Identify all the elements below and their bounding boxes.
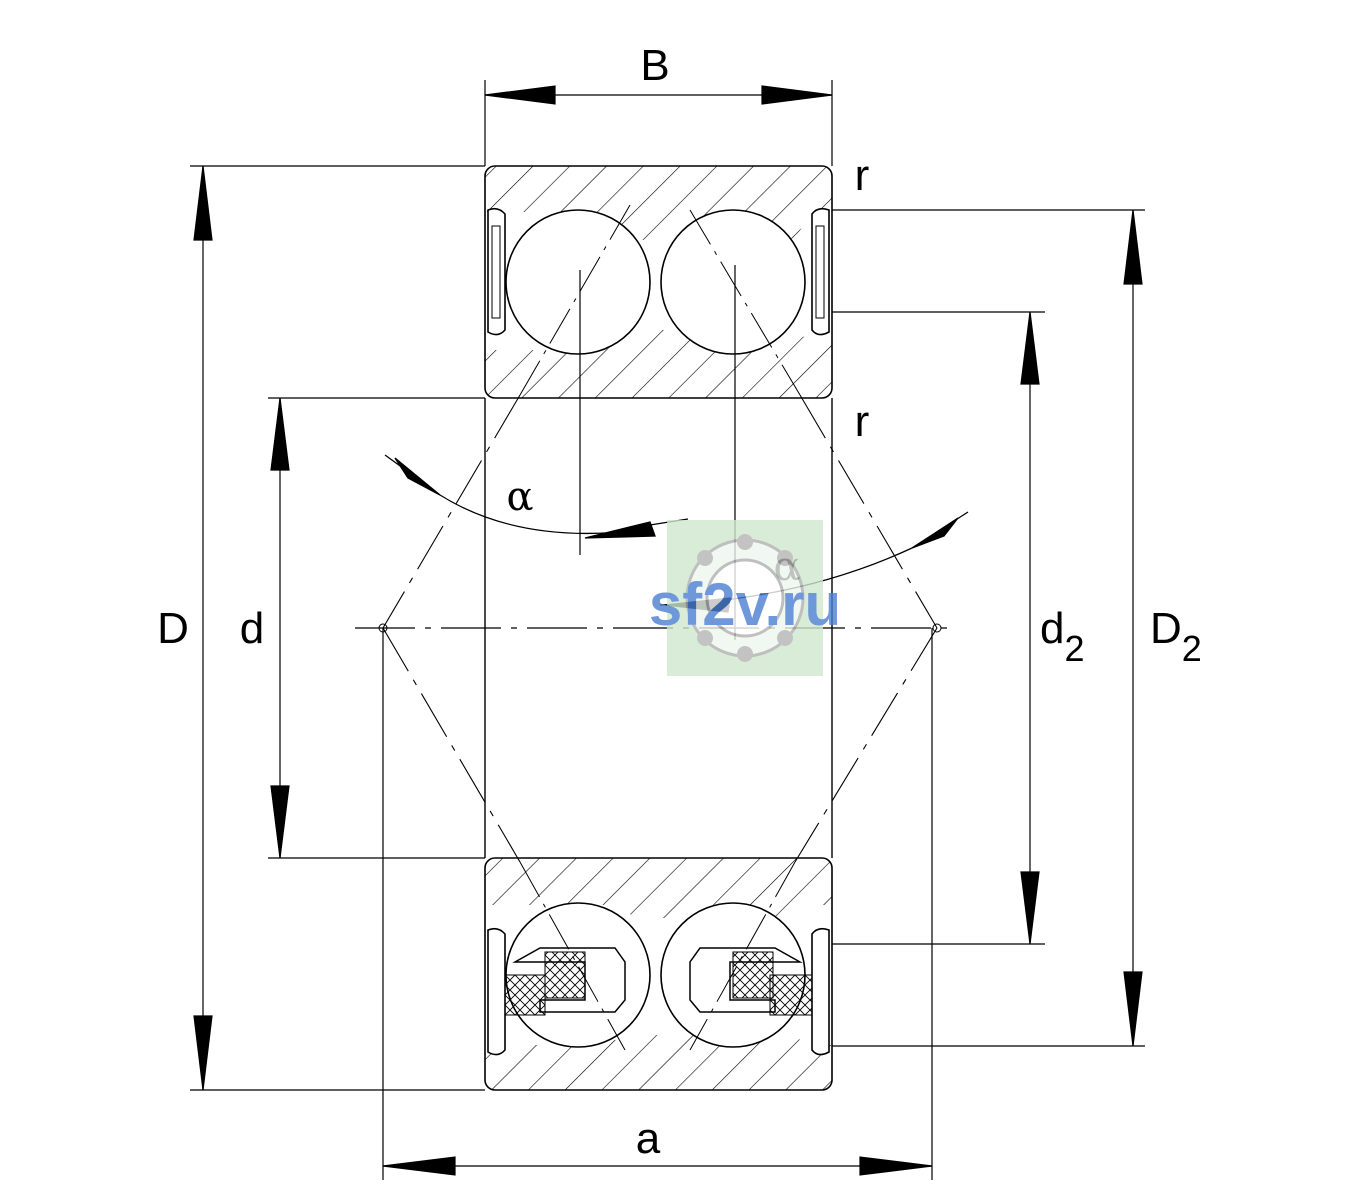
dimension-D2 bbox=[832, 209, 1145, 1047]
dimension-D bbox=[190, 165, 485, 1091]
dimension-B bbox=[484, 80, 833, 166]
dimension-d bbox=[268, 397, 485, 859]
watermark: sf2v.ru bbox=[649, 520, 841, 676]
label-alpha-left: α bbox=[506, 474, 533, 520]
label-a: a bbox=[636, 1114, 661, 1163]
label-B: B bbox=[640, 41, 669, 90]
outer-contour-top bbox=[484, 165, 833, 399]
bottom-section bbox=[484, 857, 833, 1091]
ball-top-left bbox=[505, 209, 651, 355]
contact-cone-lines bbox=[382, 394, 938, 863]
label-r-top: r bbox=[855, 151, 870, 200]
dimension-d2 bbox=[832, 311, 1045, 945]
angle-alpha-left bbox=[384, 454, 689, 539]
top-section bbox=[484, 165, 833, 399]
label-D: D bbox=[157, 604, 189, 653]
label-d: d bbox=[240, 604, 264, 653]
label-d2: d2 bbox=[1040, 604, 1085, 669]
cage-right bbox=[689, 947, 803, 1013]
seal-top-right bbox=[811, 207, 830, 336]
outer-contour-bottom bbox=[484, 857, 833, 1091]
dimension-a bbox=[382, 628, 933, 1180]
watermark-text: sf2v.ru bbox=[649, 571, 841, 638]
label-D2: D2 bbox=[1150, 604, 1202, 669]
watermark-bearing-icon bbox=[685, 534, 805, 662]
seal-top-left bbox=[487, 207, 506, 336]
label-r-inner: r bbox=[855, 397, 870, 446]
